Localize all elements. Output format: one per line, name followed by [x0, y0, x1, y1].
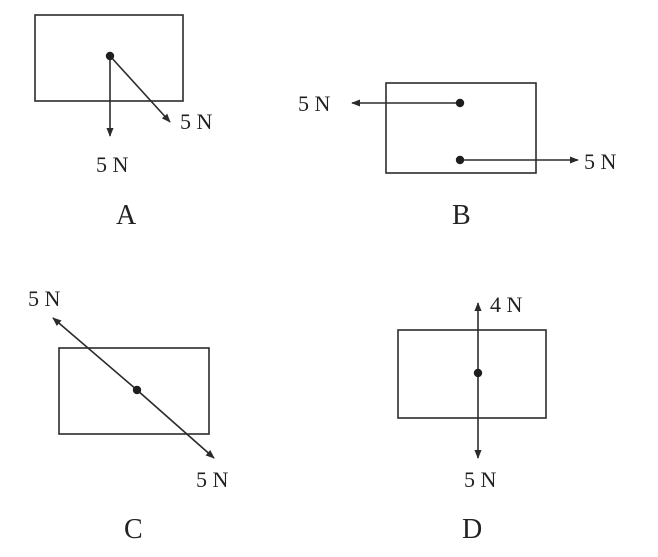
- option-a-point: [105, 51, 115, 61]
- option-c-diagram: 5 N 5 N C: [28, 286, 229, 545]
- option-c-block: [58, 347, 210, 435]
- option-a-block: [34, 14, 184, 102]
- option-b-lower-point: [455, 155, 465, 165]
- option-b-block: [385, 82, 537, 174]
- option-c-force-up-left-arrow: [52, 317, 138, 391]
- option-b-force-right-label: 5 N: [584, 149, 617, 174]
- option-a-force-down-label: 5 N: [96, 152, 129, 177]
- option-a-letter: A: [116, 200, 137, 231]
- option-d-letter: D: [462, 514, 482, 545]
- option-a-force-diagonal-label: 5 N: [180, 109, 213, 134]
- option-b-diagram: 5 N 5 N B: [298, 82, 617, 231]
- option-c-letter: C: [124, 514, 143, 545]
- option-d-force-up-label: 4 N: [490, 292, 523, 317]
- option-c-point: [132, 385, 142, 395]
- option-c-force-down-right-label: 5 N: [196, 467, 229, 492]
- option-c-force-up-left-label: 5 N: [28, 286, 61, 311]
- option-d-block: [397, 329, 547, 419]
- option-a-diagram: 5 N 5 N A: [34, 14, 213, 231]
- option-a-force-diagonal-arrow: [109, 55, 171, 123]
- option-b-letter: B: [452, 200, 471, 231]
- option-c-force-down-right-arrow: [136, 389, 215, 459]
- option-b-force-left-label: 5 N: [298, 91, 331, 116]
- option-d-diagram: 4 N 5 N D: [397, 292, 547, 545]
- option-d-point: [473, 368, 483, 378]
- option-b-upper-point: [455, 98, 465, 108]
- option-d-force-down-label: 5 N: [464, 467, 497, 492]
